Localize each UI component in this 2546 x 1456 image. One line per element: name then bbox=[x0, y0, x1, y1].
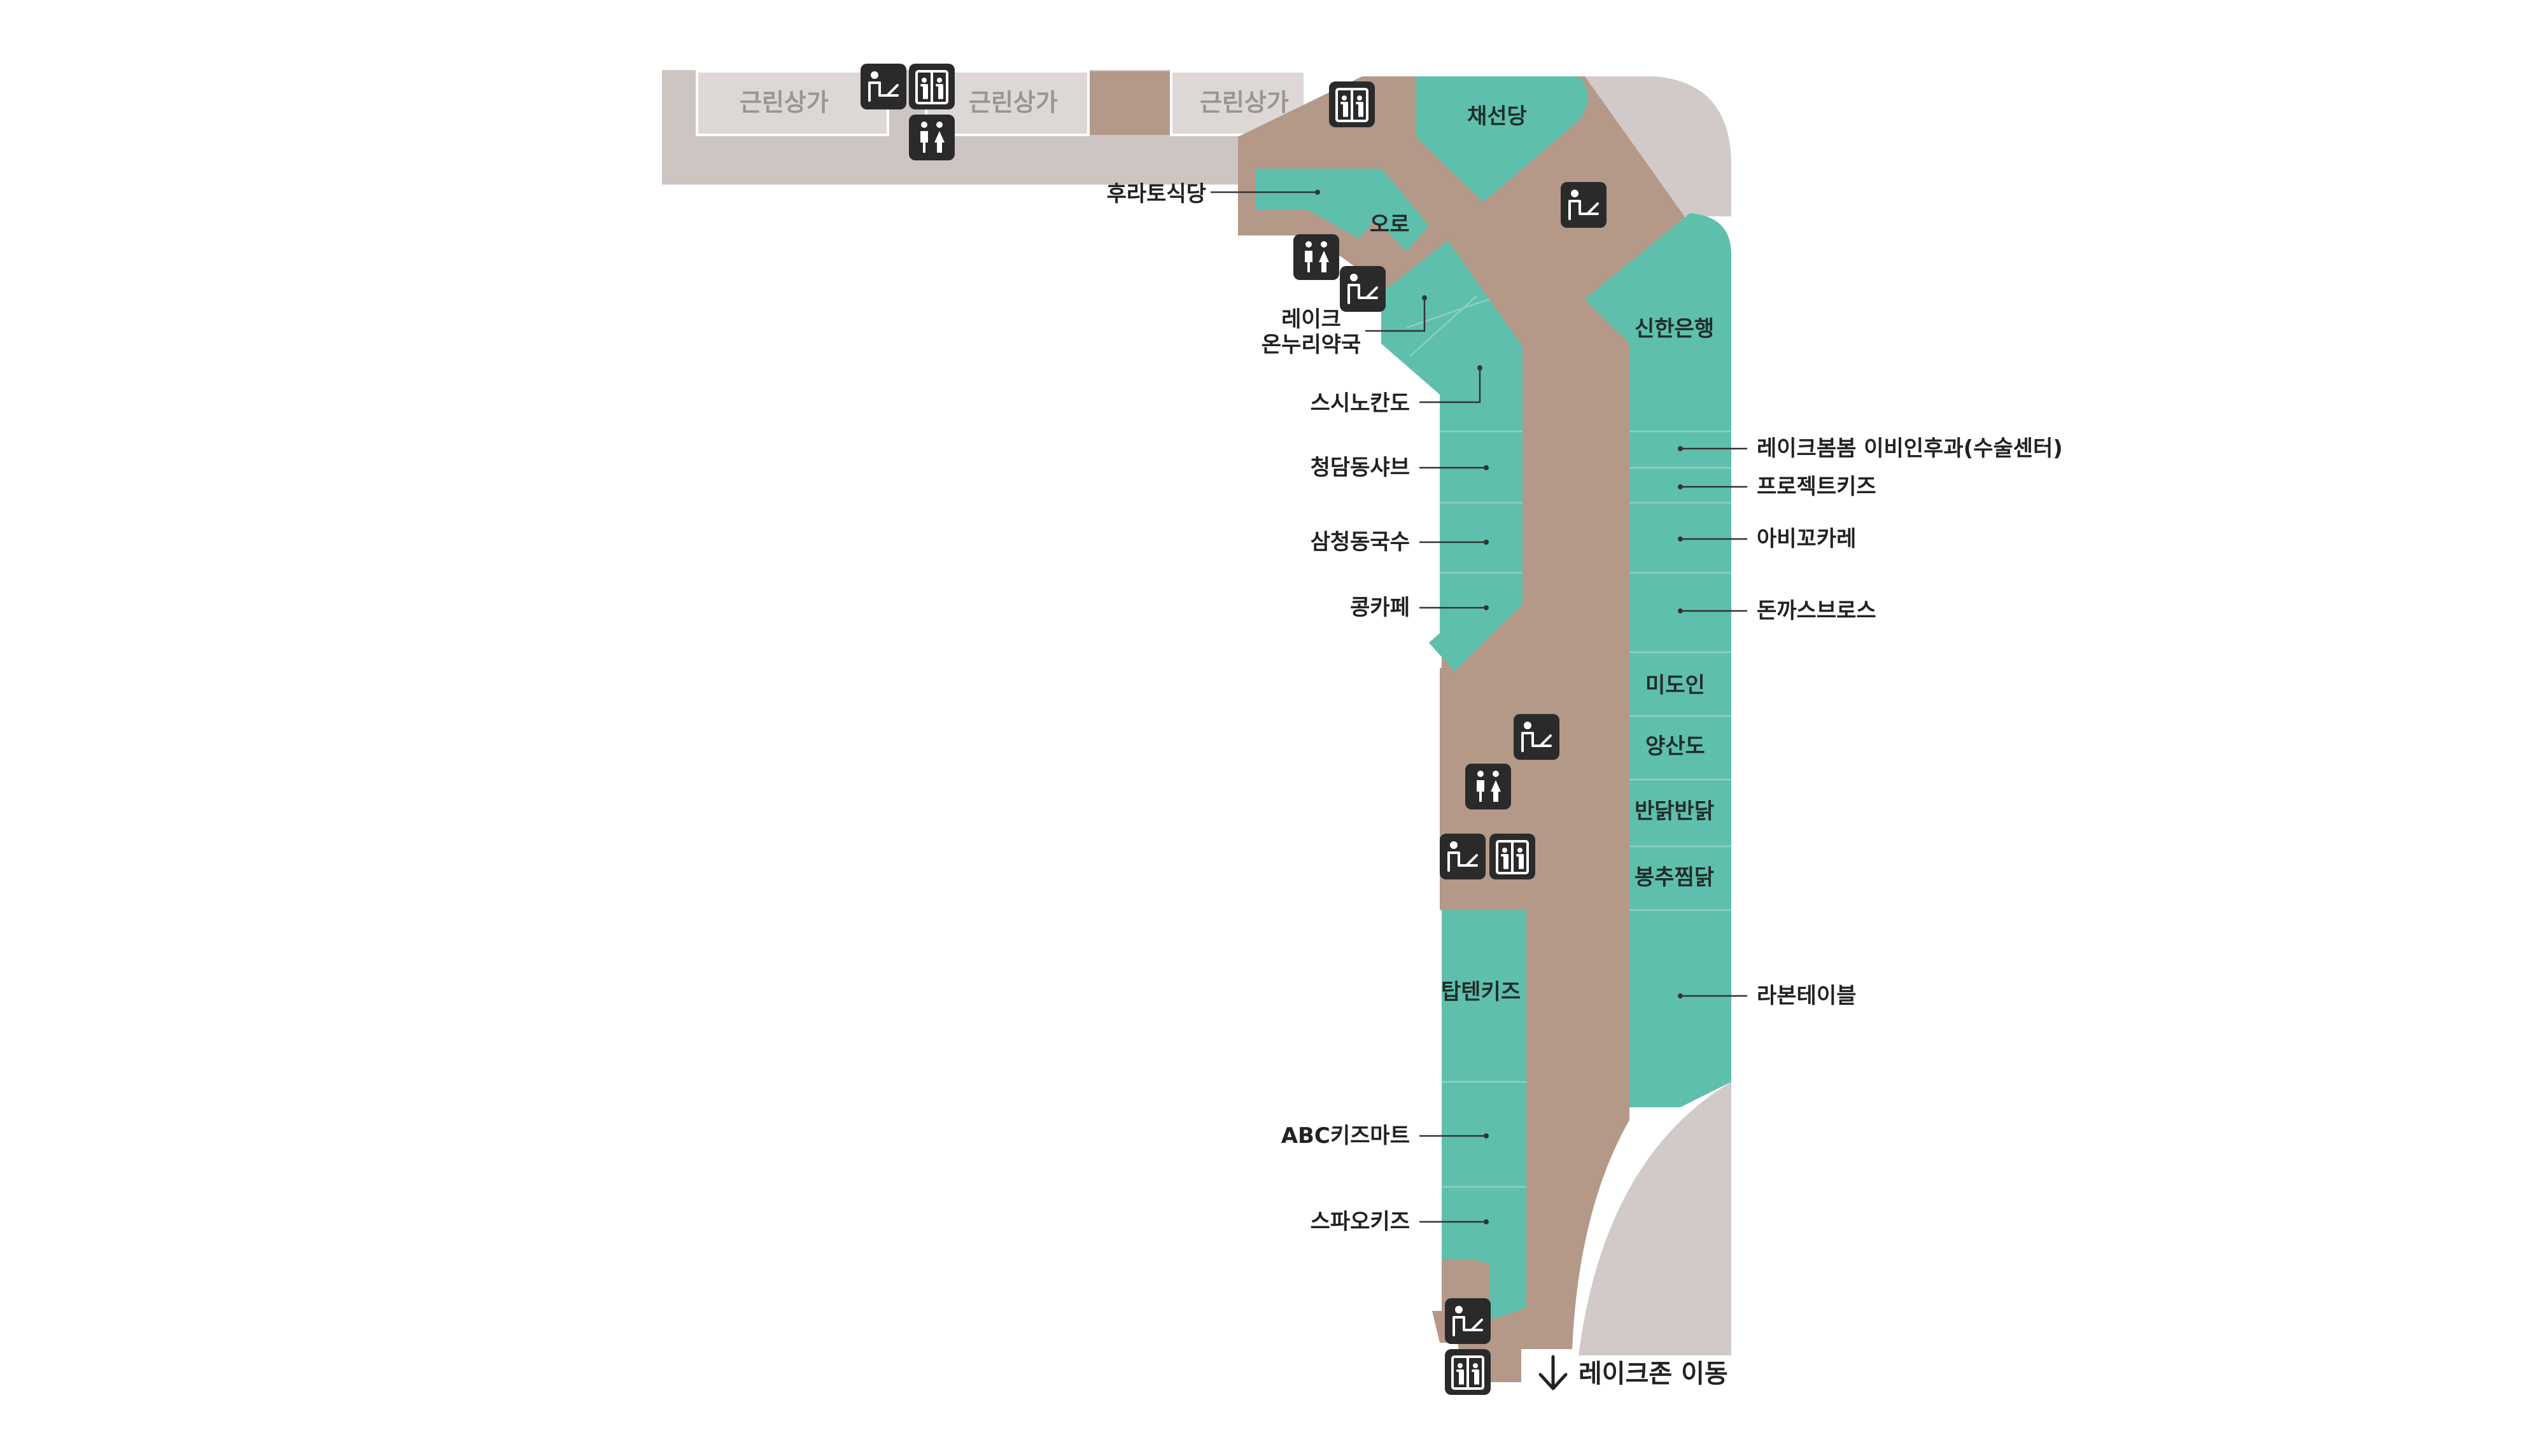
escalator-icon[interactable] bbox=[1440, 834, 1486, 879]
neighbor-label-3: 근린상가 bbox=[1200, 88, 1289, 116]
main-corridor bbox=[1238, 76, 1687, 1382]
escalator-icon[interactable] bbox=[1561, 182, 1607, 228]
neighbor-label-2: 근린상가 bbox=[969, 88, 1058, 116]
label-pharmacy-1: 레이크 bbox=[1281, 307, 1341, 332]
escalator-icon[interactable] bbox=[1514, 714, 1559, 760]
store-south-column[interactable] bbox=[1442, 910, 1526, 1320]
restroom-icon[interactable] bbox=[1465, 764, 1511, 809]
escalator-icon[interactable] bbox=[1340, 266, 1386, 312]
label-oro: 오로 bbox=[1370, 212, 1410, 237]
label-kongcafe: 콩카페 bbox=[1350, 595, 1410, 620]
label-bongchu: 봉추찜닭 bbox=[1635, 865, 1714, 890]
label-midoin: 미도인 bbox=[1645, 673, 1705, 698]
store-hurato[interactable] bbox=[1255, 169, 1400, 239]
down-arrow-icon bbox=[1538, 1355, 1568, 1390]
label-protect: 프로젝트키즈 bbox=[1757, 474, 1876, 500]
label-pharmacy-2: 온누리약국 bbox=[1262, 332, 1361, 358]
icon-layer bbox=[861, 64, 1607, 1395]
neighbor-shop-1 bbox=[696, 70, 889, 136]
label-abc: ABC키즈마트 bbox=[1281, 1123, 1410, 1149]
label-sushinokando: 스시노칸도 bbox=[1311, 391, 1410, 416]
elevator-icon[interactable] bbox=[909, 64, 955, 109]
label-hurato: 후라토식당 bbox=[1107, 181, 1206, 207]
escalator-icon[interactable] bbox=[861, 64, 906, 109]
store-separators bbox=[1406, 295, 1731, 1188]
restroom-icon[interactable] bbox=[909, 115, 955, 160]
elevator-icon[interactable] bbox=[1445, 1349, 1491, 1395]
label-lakebombom: 레이크봄봄 이비인후과(수술센터) bbox=[1757, 436, 2063, 461]
store-chaeseondang[interactable] bbox=[1416, 76, 1588, 202]
label-bandak: 반닭반닭 bbox=[1635, 799, 1714, 824]
restroom-icon[interactable] bbox=[1293, 234, 1339, 280]
neighbor-label-1: 근린상가 bbox=[740, 88, 829, 116]
store-west-column[interactable] bbox=[1381, 241, 1523, 671]
elevator-icon[interactable] bbox=[1329, 81, 1375, 127]
elevator-icon[interactable] bbox=[1489, 834, 1535, 879]
store-oro[interactable] bbox=[1359, 191, 1429, 251]
leader-lines bbox=[1211, 190, 1747, 1224]
label-donkatsu: 돈까스브로스 bbox=[1757, 598, 1876, 624]
neighbor-shop-3 bbox=[1170, 70, 1306, 136]
neighbor-corridor-block bbox=[1090, 71, 1170, 135]
label-abicco: 아비꼬카레 bbox=[1757, 526, 1856, 552]
outdoor-area-top-right bbox=[1585, 76, 1731, 216]
escalator-icon[interactable] bbox=[1445, 1298, 1491, 1344]
store-east-column[interactable] bbox=[1585, 213, 1731, 1107]
direction-label: 레이크존 이동 bbox=[1579, 1359, 1728, 1389]
label-topten: 탑텐키즈 bbox=[1441, 979, 1521, 1005]
label-shinhan: 신한은행 bbox=[1635, 316, 1714, 342]
label-samcheong: 삼청동국수 bbox=[1311, 529, 1410, 555]
label-cheongdam: 청담동샤브 bbox=[1311, 455, 1410, 480]
label-yangsando: 양산도 bbox=[1645, 734, 1705, 759]
label-spao: 스파오키즈 bbox=[1311, 1209, 1410, 1235]
label-chaeseondang: 채선당 bbox=[1467, 104, 1527, 129]
label-labontable: 라본테이블 bbox=[1757, 983, 1856, 1009]
outdoor-area-bottom-right bbox=[1579, 1082, 1731, 1355]
